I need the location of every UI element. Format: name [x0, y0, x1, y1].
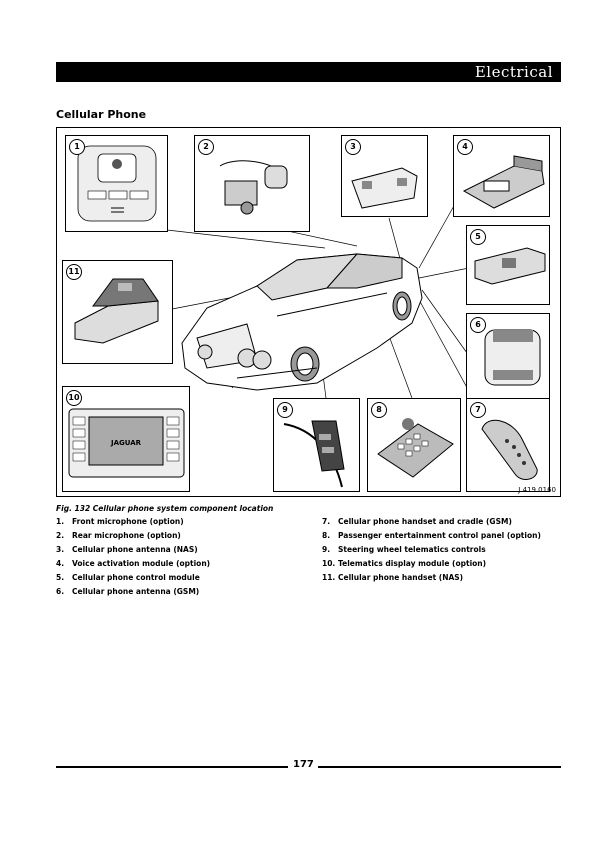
list-item: 3.Cellular phone antenna (NAS) — [56, 545, 198, 554]
callout-number: 8 — [371, 402, 387, 418]
figure-caption: Fig. 132 Cellular phone system component… — [56, 504, 274, 513]
figure-illustration — [166, 203, 478, 407]
callout-number: 4 — [457, 139, 473, 155]
callout-number: 1 — [69, 139, 85, 155]
callout-voice-activation-module: 4 — [453, 135, 550, 217]
component-list-left: 1.Front microphone (option) 2.Rear micro… — [56, 515, 210, 599]
callout-number: 11 — [66, 264, 82, 280]
callout-telematics-display: JAGUAR 10 — [62, 386, 190, 492]
callout-passenger-control-panel: 8 — [367, 398, 461, 492]
callout-nas-antenna: 3 — [341, 135, 428, 217]
header-bar: Electrical — [56, 62, 561, 82]
page-heading: Cellular Phone — [56, 108, 147, 121]
list-item: 10.Telematics display module (option) — [322, 559, 487, 568]
callout-nas-handset: 11 — [62, 260, 173, 364]
callout-control-module: 5 — [466, 225, 550, 305]
list-item: 4.Voice activation module (option) — [56, 559, 211, 568]
display-brand-text: JAGUAR — [110, 439, 142, 447]
page-number: 177 — [290, 759, 317, 770]
callout-number: 9 — [277, 402, 293, 418]
callout-front-microphone: 1 — [65, 135, 168, 232]
callout-number: 3 — [345, 139, 361, 155]
callout-number: 5 — [470, 229, 486, 245]
callout-steering-wheel-controls: 9 — [273, 398, 360, 492]
list-item: 11.Cellular phone handset (NAS) — [322, 573, 464, 582]
callout-rear-microphone: 2 — [194, 135, 310, 232]
callout-number: 7 — [470, 402, 486, 418]
callout-gsm-antenna: 6 — [466, 313, 550, 399]
callout-number: 6 — [470, 317, 486, 333]
list-item: 5.Cellular phone control module — [56, 573, 200, 582]
list-item: 7.Cellular phone handset and cradle (GSM… — [322, 517, 512, 526]
footer-rule-left — [56, 766, 288, 768]
list-item: 6.Cellular phone antenna (GSM) — [56, 587, 200, 596]
callout-number: 2 — [198, 139, 214, 155]
list-item: 1.Front microphone (option) — [56, 517, 184, 526]
component-location-figure: 1 2 3 4 5 6 7 8 9 JAGUAR 10 11 J.419.016… — [56, 127, 561, 497]
component-list-right: 7.Cellular phone handset and cradle (GSM… — [322, 515, 541, 585]
list-item: 2.Rear microphone (option) — [56, 531, 181, 540]
callout-gsm-handset-cradle: 7 — [466, 398, 550, 492]
footer-rule-right — [318, 766, 561, 768]
callout-number: 10 — [66, 390, 82, 406]
list-item: 9.Steering wheel telematics controls — [322, 545, 486, 554]
list-item: 8.Passenger entertainment control panel … — [322, 531, 541, 540]
figure-reference-code: J.419.0160 — [518, 486, 556, 494]
car-illustration — [181, 253, 423, 391]
section-title: Electrical — [474, 63, 553, 81]
